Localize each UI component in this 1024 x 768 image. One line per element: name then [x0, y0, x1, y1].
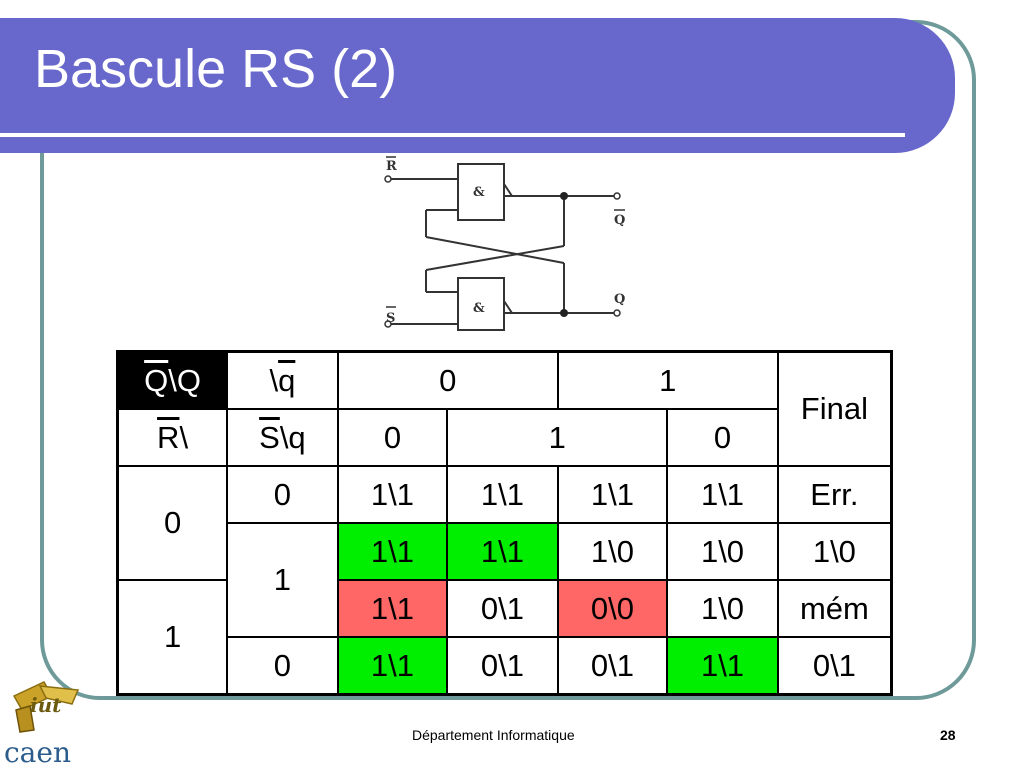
gate-top-symbol: & [473, 185, 485, 200]
table-cell-red: 1\1 [336, 579, 449, 638]
table-cell: 1\0 [666, 522, 779, 581]
corner-header: Q\Q [116, 350, 229, 410]
final-cell: 1\0 [776, 522, 893, 581]
table-header-row-2: R\ S\q 0 1 0 [116, 408, 892, 467]
table-cell: 1\0 [556, 522, 669, 581]
table-cell: 1\1 [666, 465, 779, 524]
s-header: S\q [226, 408, 339, 467]
gate-bottom-symbol: & [473, 301, 485, 316]
truth-table: Q\Q \q 0 1 Final R\ S\q 0 1 0 0 0 1\1 1\… [116, 350, 893, 696]
sub-col-0: 0 [336, 408, 449, 467]
table-cell: 1\1 [446, 465, 559, 524]
final-cell: Err. [776, 465, 893, 524]
table-cell: 1\1 [556, 465, 669, 524]
and-gate-top [457, 163, 505, 221]
s-value-cell: 0 [226, 465, 339, 524]
table-cell-green: 1\1 [446, 522, 559, 581]
table-cell-green: 1\1 [666, 636, 779, 696]
final-header: Final [776, 350, 893, 467]
table-row: 1 1\1 1\1 1\0 1\0 1\0 [118, 522, 893, 638]
and-gate-bottom [457, 277, 505, 331]
table-cell: 0\1 [446, 636, 559, 696]
logo-caen-text: caen [4, 736, 71, 768]
title-bar [0, 18, 955, 153]
table-cell: 0\1 [446, 579, 559, 638]
s-value-cell: 0 [226, 636, 339, 696]
sub-col-2: 0 [666, 408, 779, 467]
r-value-cell: 0 [116, 465, 229, 581]
table-row: 1 1\1 0\1 0\0 1\0 mém [116, 579, 893, 696]
footer-department: Département Informatique [412, 727, 575, 743]
iut-caen-logo: iut caen [4, 681, 80, 768]
slide-title: Bascule RS (2) [34, 39, 398, 99]
r-value-cell: 1 [116, 579, 229, 696]
col-group-0-header: 0 [336, 350, 559, 410]
output-qbar-label: Q [614, 213, 625, 228]
table-cell: 1\0 [666, 579, 779, 638]
table-cell: 0\1 [556, 636, 669, 696]
title-underline [0, 133, 905, 137]
sub-col-1: 1 [446, 408, 669, 467]
table-header-row-1: Q\Q \q 0 1 Final [116, 350, 893, 467]
output-q-label: Q [614, 292, 625, 307]
s-value-cell: 1 [226, 522, 339, 638]
table-cell: 1\1 [336, 465, 449, 524]
table-cell-red: 0\0 [556, 579, 669, 638]
input-r-label: R [386, 159, 397, 174]
col-group-1-header: 1 [556, 350, 779, 410]
logo-iut-text: iut [30, 693, 62, 717]
q-header: \q [226, 350, 339, 410]
table-cell-green: 1\1 [336, 522, 449, 581]
final-cell: 0\1 [776, 636, 893, 696]
input-s-label: S [386, 311, 395, 326]
r-header: R\ [116, 408, 229, 467]
final-cell: mém [776, 579, 893, 638]
rs-latch-circuit-diagram: R S Q Q & & [384, 156, 625, 331]
footer-page-number: 28 [940, 727, 956, 743]
table-cell-green: 1\1 [336, 636, 449, 696]
table-row: 0 0 1\1 1\1 1\1 1\1 Err. [116, 465, 893, 581]
table-row: 0 1\1 0\1 0\1 1\1 0\1 [118, 636, 893, 696]
